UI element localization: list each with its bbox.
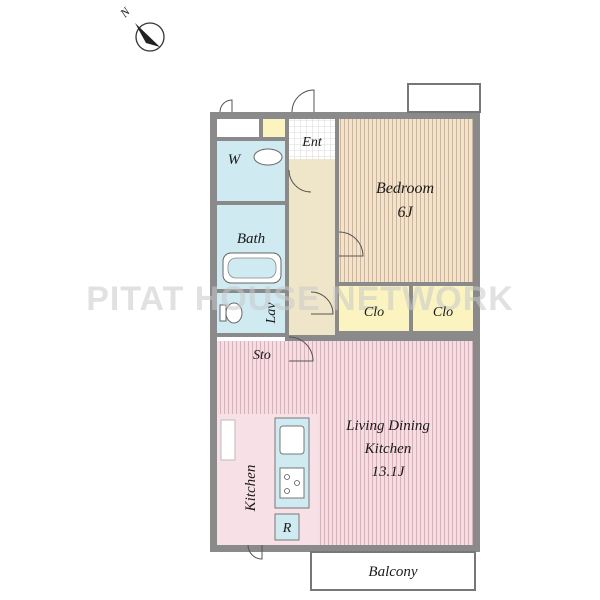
compass-label: N <box>117 4 134 21</box>
entry-nook <box>217 119 259 137</box>
bedroom-size: 6J <box>397 204 413 221</box>
entrance-label: Ent <box>301 135 323 150</box>
shoe-storage <box>263 119 285 137</box>
closet-right-label: Clo <box>433 305 453 320</box>
kitchen-label: Kitchen <box>243 465 259 513</box>
ldk-size: 13.1J <box>372 464 406 480</box>
stove-icon <box>279 467 305 499</box>
washbasin-icon <box>253 148 283 166</box>
top-balcony <box>407 83 481 113</box>
refrigerator <box>274 513 300 541</box>
refrigerator-label: R <box>282 521 292 536</box>
ldk-line1: Living Dining <box>345 418 430 434</box>
bath-label: Bath <box>237 231 265 247</box>
storage-label: Sto <box>253 348 271 363</box>
north-arrow-icon: N <box>117 4 165 52</box>
kitchen-shelf <box>220 419 236 461</box>
closet-right <box>413 286 473 331</box>
sink-icon <box>279 425 305 455</box>
door-swings <box>219 89 364 560</box>
closet-left <box>339 286 409 331</box>
ldk-upper-floor <box>217 371 473 414</box>
washer-label: W <box>228 152 242 168</box>
lavatory-label: Lav <box>264 302 279 325</box>
closet-left-label: Clo <box>364 305 384 320</box>
hallway <box>289 159 335 335</box>
watermark: PITAT HOUSE NETWORK <box>86 280 514 318</box>
bedroom-name: Bedroom <box>376 180 434 197</box>
ldk-line2: Kitchen <box>364 441 412 457</box>
bedroom-floor <box>339 119 473 282</box>
balcony <box>310 551 476 591</box>
entrance-floor <box>289 119 335 159</box>
balcony-label: Balcony <box>368 564 417 580</box>
